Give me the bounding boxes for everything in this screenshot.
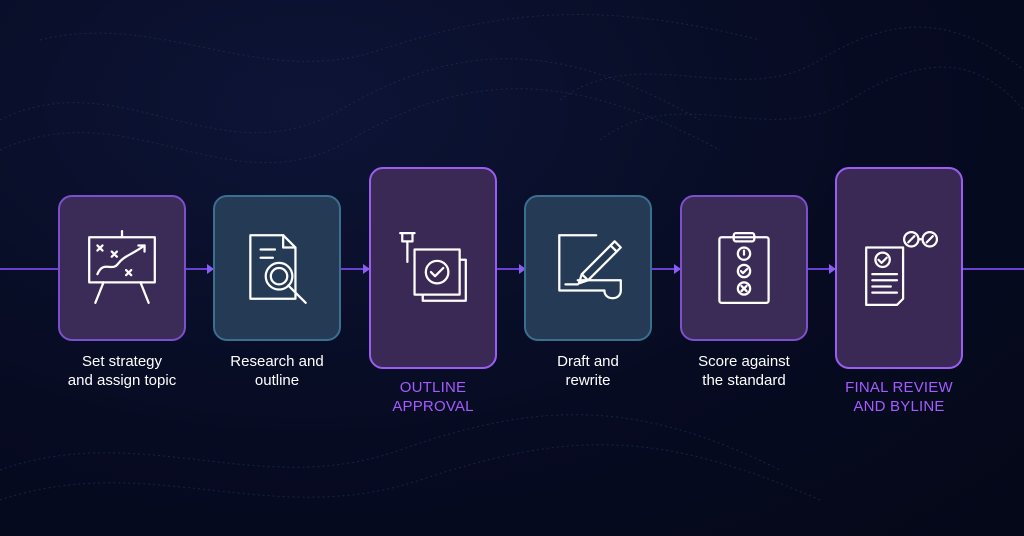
review-glasses-icon — [865, 230, 939, 307]
step-5-card — [680, 195, 808, 341]
step-4-card — [524, 195, 652, 341]
checklist-clipboard-icon — [718, 232, 770, 304]
step-3-card — [369, 167, 497, 369]
step-6-card — [835, 167, 963, 369]
pinned-approval-icon — [399, 232, 467, 302]
document-magnifier-icon — [249, 234, 307, 304]
flow-arrow-icon — [674, 264, 681, 274]
flow-connector-line — [0, 268, 1024, 270]
strategy-board-icon — [88, 229, 156, 304]
flow-arrow-icon — [207, 264, 214, 274]
draft-pen-icon — [558, 234, 622, 300]
flow-arrow-icon — [519, 264, 526, 274]
step-2-card — [213, 195, 341, 341]
step-1-card — [58, 195, 186, 341]
flow-arrow-icon — [363, 264, 370, 274]
flow-arrow-icon — [829, 264, 836, 274]
